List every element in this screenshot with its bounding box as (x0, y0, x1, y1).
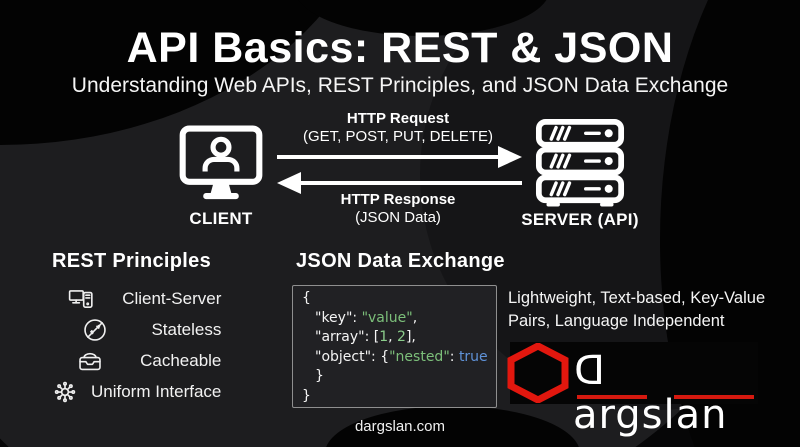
json-description: Lightweight, Text-based, Key-Value Pairs… (508, 289, 766, 330)
code-line: } (302, 387, 311, 404)
list-item: Client-Server (52, 286, 221, 312)
hexagon-logo-icon (507, 343, 569, 403)
client-label: CLIENT (189, 209, 253, 228)
http-request-label: HTTP Request (GET, POST, PUT, DELETE) (302, 110, 494, 145)
arrow-right-icon (277, 146, 522, 168)
code-line: "object": {"nested": true (315, 348, 488, 365)
list-item: Cacheable (52, 348, 221, 374)
arrow-left-icon (277, 172, 522, 194)
json-exchange-heading: JSON Data Exchange (296, 250, 505, 272)
rest-item-label: Client-Server (122, 289, 222, 308)
page-subtitle: Understanding Web APIs, REST Principles,… (71, 74, 729, 97)
rest-item-label: Stateless (151, 320, 222, 339)
http-response-label: HTTP Response (JSON Data) (340, 191, 456, 226)
server-figure: SERVER (API) (514, 118, 646, 230)
rest-principles-heading: REST Principles (52, 250, 211, 272)
rest-principles-list: Client-Server Stateless (52, 286, 221, 405)
code-line: } (315, 368, 324, 384)
code-line: { (302, 290, 311, 306)
website-url: dargslan.com (354, 418, 446, 435)
rest-principles-section: REST Principles Client-Server (52, 250, 221, 410)
brand-wordmark: Dargslan (573, 348, 728, 438)
server-label: SERVER (API) (521, 210, 639, 229)
rest-item-label: Uniform Interface (91, 382, 222, 401)
uniform-interface-icon (54, 381, 76, 403)
mirrored-d-glyph: D (573, 348, 605, 394)
rest-item-label: Cacheable (140, 351, 222, 370)
code-line: "array": [1, 2], (315, 329, 416, 345)
list-item: Uniform Interface (52, 379, 221, 405)
client-figure: CLIENT (176, 124, 266, 229)
client-monitor-icon (179, 125, 263, 200)
stateless-icon (84, 319, 106, 341)
server-stack-icon (535, 118, 625, 207)
client-server-icon (68, 290, 93, 308)
json-code-block: { "key": "value", "array": [1, 2], "obje… (292, 285, 497, 408)
json-exchange-section: JSON Data Exchange (296, 250, 505, 273)
logo-underline (577, 395, 647, 399)
cacheable-icon (78, 352, 101, 371)
list-item: Stateless (52, 317, 221, 343)
page-title: API Basics: REST & JSON (126, 24, 674, 72)
logo-underline (674, 395, 754, 399)
brand-logo: Dargslan (507, 342, 758, 437)
code-line: "key": "value", (315, 309, 418, 326)
